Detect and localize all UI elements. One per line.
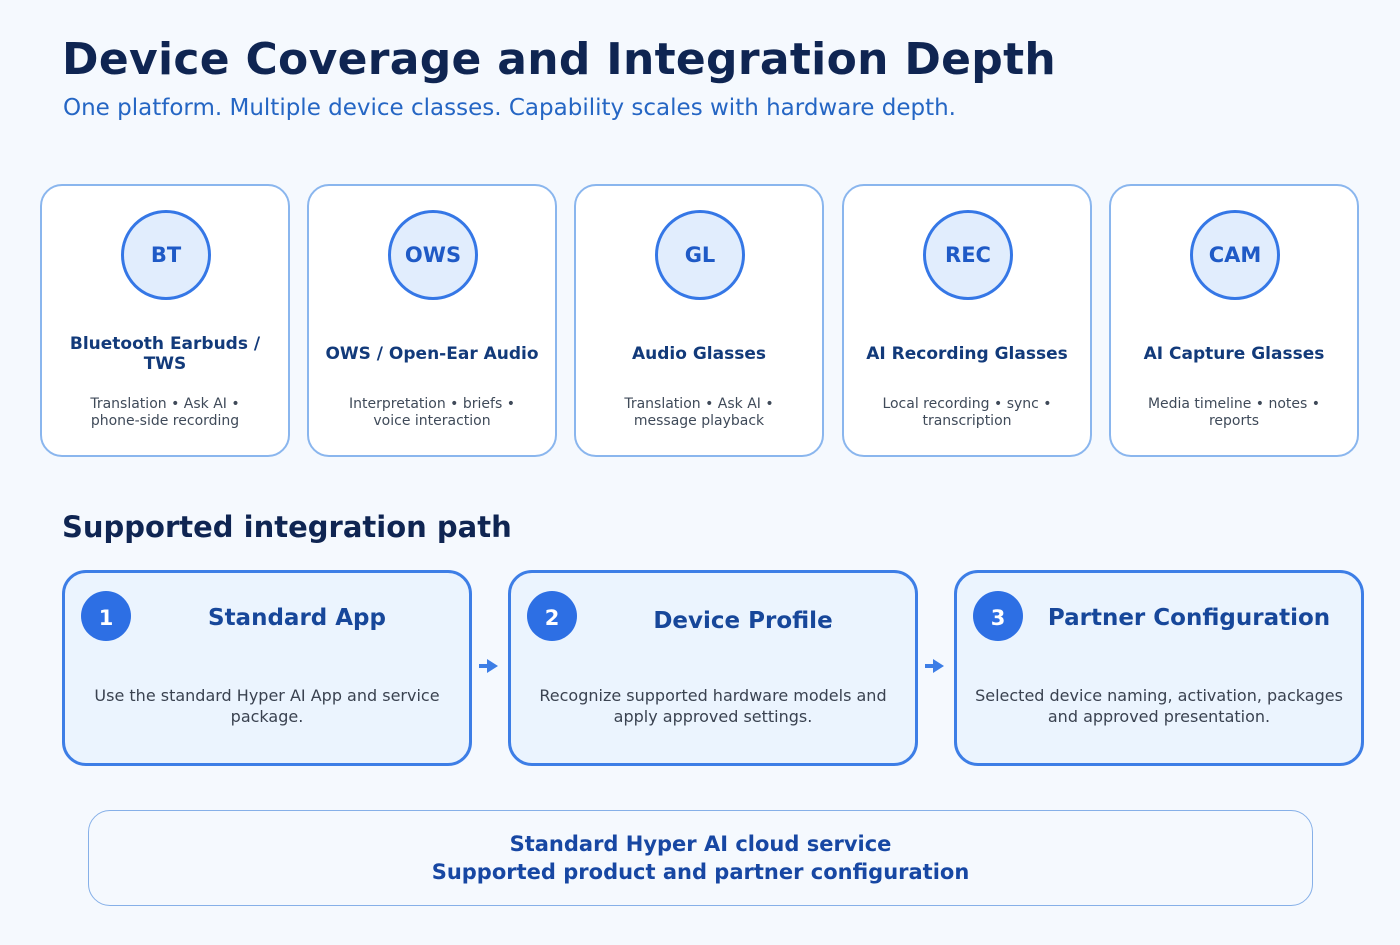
device-description: Translation • Ask AI • message playback (624, 396, 774, 429)
device-description: Translation • Ask AI • phone-side record… (90, 396, 240, 429)
device-card-bt: BT Bluetooth Earbuds / TWS Translation •… (40, 184, 290, 457)
step-card-standard-app: 1 Standard App Use the standard Hyper AI… (62, 570, 472, 766)
device-badge: GL (655, 210, 745, 300)
device-description: Media timeline • notes • reports (1147, 396, 1321, 429)
device-name: Audio Glasses (632, 344, 766, 364)
arrow-right-icon (479, 659, 498, 673)
arrow-right-icon (925, 659, 944, 673)
step-title: Partner Configuration (1047, 605, 1331, 631)
page-subtitle: One platform. Multiple device classes. C… (63, 95, 956, 121)
cloud-service-line: Standard Hyper AI cloud service (509, 832, 892, 856)
device-name: OWS / Open-Ear Audio (325, 344, 539, 364)
device-card-gl: GL Audio Glasses Translation • Ask AI • … (574, 184, 824, 457)
page-title: Device Coverage and Integration Depth (62, 34, 1057, 85)
step-description: Recognize supported hardware models and … (539, 686, 887, 726)
device-badge: CAM (1190, 210, 1280, 300)
step-number-badge: 3 (973, 591, 1023, 641)
device-badge: BT (121, 210, 211, 300)
device-badge: OWS (388, 210, 478, 300)
device-card-rec: REC AI Recording Glasses Local recording… (842, 184, 1092, 457)
step-card-partner-configuration: 3 Partner Configuration Selected device … (954, 570, 1364, 766)
device-name: AI Recording Glasses (866, 344, 1068, 364)
step-card-device-profile: 2 Device Profile Recognize supported har… (508, 570, 918, 766)
device-description: Interpretation • briefs • voice interact… (349, 396, 515, 429)
device-name: Bluetooth Earbuds / TWS (69, 334, 261, 374)
device-card-cam: CAM AI Capture Glasses Media timeline • … (1109, 184, 1359, 457)
device-description: Local recording • sync • transcription (882, 396, 1052, 429)
step-title: Device Profile (653, 608, 833, 634)
device-card-ows: OWS OWS / Open-Ear Audio Interpretation … (307, 184, 557, 457)
step-description: Selected device naming, activation, pack… (975, 686, 1343, 726)
partner-configuration-line: Supported product and partner configurat… (431, 860, 970, 884)
device-badge: REC (923, 210, 1013, 300)
section-title: Supported integration path (62, 510, 512, 544)
step-description: Use the standard Hyper AI App and servic… (94, 686, 440, 726)
step-number-badge: 1 (81, 591, 131, 641)
step-title: Standard App (208, 605, 386, 631)
step-number-badge: 2 (527, 591, 577, 641)
device-name: AI Capture Glasses (1143, 344, 1325, 364)
cloud-service-box: Standard Hyper AI cloud service Supporte… (88, 810, 1313, 906)
